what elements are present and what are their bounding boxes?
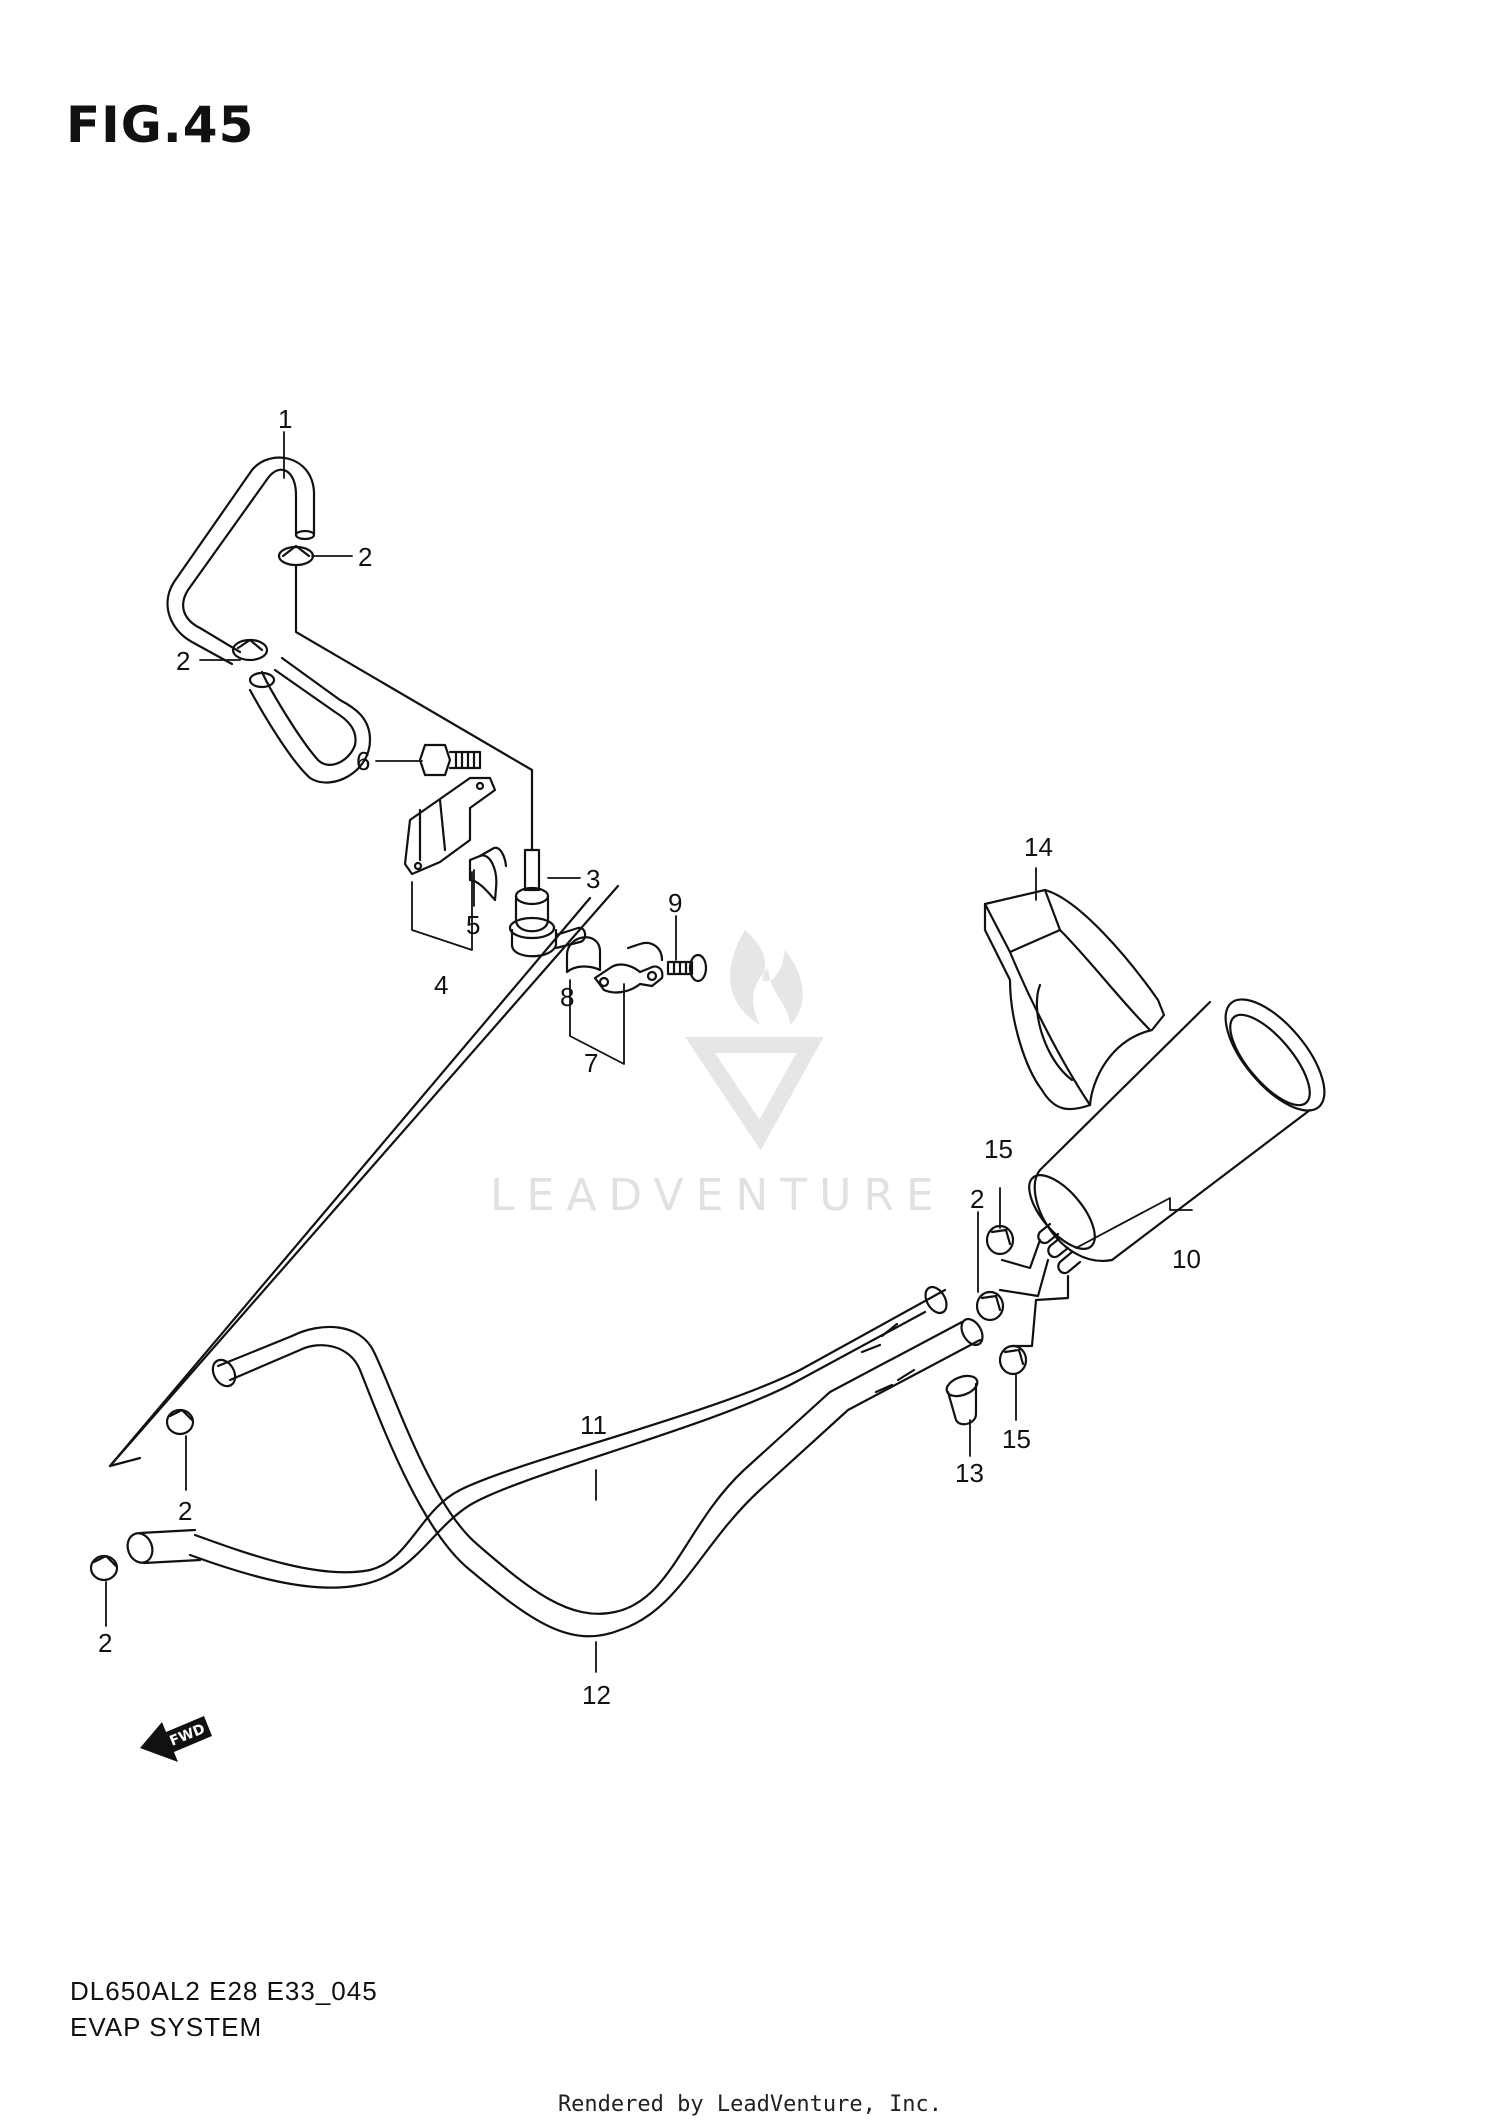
callout-7[interactable]: 7 [584,1048,598,1078]
callout-2[interactable]: 2 [970,1184,984,1214]
part-12-hose[interactable] [208,1315,986,1638]
callout-11[interactable]: 11 [580,1410,607,1440]
part-2-clamp[interactable] [165,1408,195,1436]
callout-2[interactable]: 2 [98,1628,112,1658]
callout-3[interactable]: 3 [586,864,600,894]
part-2-clamp[interactable] [975,1290,1005,1322]
fwd-arrow-icon: FWD [140,1716,212,1762]
callout-9[interactable]: 9 [668,888,682,918]
callout-15[interactable]: 15 [1002,1424,1031,1454]
leader-line [294,564,534,852]
part-2-clamp[interactable] [89,1554,119,1582]
part-13-hose[interactable] [944,1372,980,1426]
footer-credit: Rendered by LeadVenture, Inc. [557,2092,943,2117]
part-7-clamp[interactable] [593,941,664,994]
part-8-clamp[interactable] [565,936,602,974]
part-15-clamp[interactable] [998,1344,1028,1376]
leader-line [108,896,592,1468]
part-2-clamp[interactable] [231,638,269,662]
callout-leaders [105,431,1193,1673]
model-code: DL650AL2 E28 E33_045 [70,1976,378,2006]
part-5-cushion[interactable] [468,846,508,902]
callout-15[interactable]: 15 [984,1134,1013,1164]
part-6-bolt[interactable] [418,743,482,777]
watermark: LEADVENTURE [490,930,946,1221]
callout-13[interactable]: 13 [955,1458,984,1488]
callout-1[interactable]: 1 [278,404,292,434]
callout-14[interactable]: 14 [1024,832,1053,862]
part-14-cover[interactable] [983,888,1166,1111]
part-3-fitting[interactable] [508,848,587,958]
part-15-clamp[interactable] [985,1224,1015,1256]
callout-12[interactable]: 12 [582,1680,611,1710]
callout-5[interactable]: 5 [466,910,480,940]
callout-4[interactable]: 4 [434,970,448,1000]
part-1-hose-loop[interactable] [248,656,372,784]
leader-line [998,1238,1070,1348]
part-2-clamp[interactable] [277,544,315,567]
part-11-hose-end[interactable] [124,1528,202,1566]
watermark-text: LEADVENTURE [490,1170,946,1221]
callout-2[interactable]: 2 [176,646,190,676]
callout-2[interactable]: 2 [358,542,372,572]
figure-title: FIG.45 [66,96,255,154]
part-1-hose[interactable] [166,456,316,666]
callout-10[interactable]: 10 [1172,1244,1201,1274]
part-9-screw[interactable] [666,953,708,983]
part-10-canister[interactable] [1018,984,1342,1275]
part-11-hose[interactable] [188,1283,951,1589]
section-name: EVAP SYSTEM [70,2012,263,2042]
callout-6[interactable]: 6 [356,746,370,776]
callouts: 1 2 2 3 4 5 6 7 8 9 10 11 12 13 14 15 15… [98,404,1201,1710]
watermark-flame-icon [685,930,824,1151]
part-4-bracket[interactable] [403,776,497,876]
callout-2[interactable]: 2 [178,1496,192,1526]
callout-8[interactable]: 8 [560,982,574,1012]
